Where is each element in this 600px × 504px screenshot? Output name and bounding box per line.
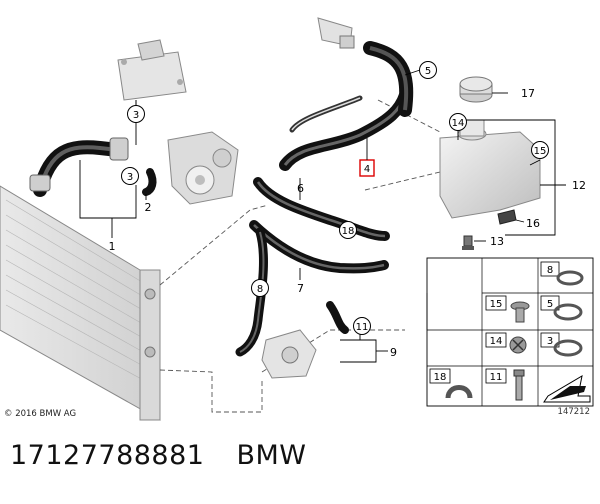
clamp-8-icon <box>556 270 584 286</box>
svg-text:4: 4 <box>364 164 370 175</box>
hose-6 <box>253 177 390 241</box>
hose-2 <box>142 168 157 196</box>
svg-text:14: 14 <box>452 118 465 129</box>
svg-text:11: 11 <box>356 322 369 333</box>
clamp-3-icon <box>553 339 583 357</box>
callout-14: 14 <box>449 113 467 131</box>
callout-12: 12 <box>572 179 586 192</box>
copyright-text: © 2016 BMW AG <box>4 409 76 419</box>
callout-11: 11 <box>353 317 371 335</box>
svg-text:3: 3 <box>127 172 133 183</box>
hose-4 <box>279 89 411 171</box>
top-connector <box>317 17 355 49</box>
clamp-5-icon <box>553 303 583 321</box>
svg-text:8: 8 <box>257 284 263 295</box>
sensor <box>497 209 517 225</box>
callout-2: 2 <box>145 201 152 214</box>
callout-17: 17 <box>521 87 535 100</box>
hose-1 <box>29 137 129 197</box>
callout-8: 8 <box>251 279 269 297</box>
water-pump <box>167 131 239 205</box>
svg-text:15: 15 <box>534 146 547 157</box>
svg-text:3: 3 <box>133 110 139 121</box>
grid-label-3: 3 <box>547 336 553 347</box>
screw-15-icon <box>510 301 530 323</box>
callout-7: 7 <box>297 282 304 295</box>
hose-5 <box>363 41 414 117</box>
clip-18-icon <box>445 385 473 399</box>
bolt <box>462 235 474 250</box>
diagram-id: 147212 <box>558 407 590 417</box>
svg-text:18: 18 <box>342 226 355 237</box>
hose-11 <box>326 301 349 334</box>
leader-lines <box>79 69 566 363</box>
grid-label-11: 11 <box>490 372 503 383</box>
cap <box>459 76 493 103</box>
cooling-system-diagram: 3 3 2 1 5 4 17 14 15 12 16 13 6 7 18 8 1… <box>0 17 594 421</box>
grid-label-5: 5 <box>547 299 553 310</box>
svg-text:5: 5 <box>425 66 431 77</box>
radiator <box>0 185 161 421</box>
callout-3a: 3 <box>127 105 145 123</box>
callout-5: 5 <box>419 61 437 79</box>
hose-8 <box>235 227 268 357</box>
grid-label-14: 14 <box>490 336 503 347</box>
callout-1: 1 <box>109 240 116 253</box>
callout-3b: 3 <box>121 167 139 185</box>
thermostat-housing <box>117 39 187 101</box>
hose-7 <box>249 220 389 274</box>
callout-4: 4 <box>359 159 375 177</box>
grid-label-8: 8 <box>547 265 553 276</box>
grid-label-18: 18 <box>434 372 447 383</box>
callout-18: 18 <box>339 221 357 239</box>
bolt-11-icon <box>513 369 525 401</box>
callout-16: 16 <box>526 217 540 230</box>
callout-13: 13 <box>490 235 504 248</box>
brand-name: BMW <box>236 440 307 471</box>
callout-9: 9 <box>390 346 397 359</box>
small-parts-grid: 8 15 5 14 3 18 11 <box>426 257 594 407</box>
part-caption: 17127788881 BMW <box>10 440 306 471</box>
screw-14-icon <box>509 336 527 354</box>
callout-15: 15 <box>531 141 549 159</box>
callout-6: 6 <box>297 182 304 195</box>
expansion-tank <box>439 119 541 219</box>
arrow-icon <box>543 375 591 403</box>
auxiliary-pump <box>261 329 317 379</box>
grid-label-15: 15 <box>490 299 503 310</box>
part-number: 17127788881 <box>10 440 205 471</box>
